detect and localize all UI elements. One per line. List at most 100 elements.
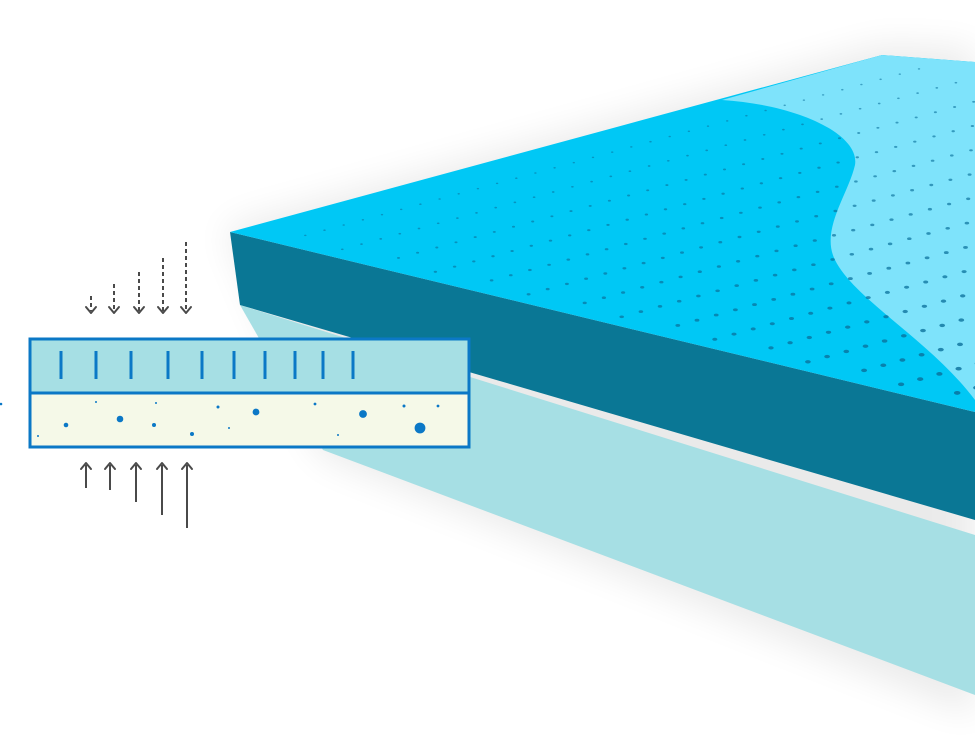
perforation-dot [897, 382, 905, 387]
perforation-dot [686, 154, 689, 157]
perforation-dot [510, 249, 514, 253]
perforation-dot [907, 237, 912, 241]
perforation-dot [792, 268, 797, 272]
perforation-dot [966, 197, 971, 201]
foam-cell [252, 408, 260, 416]
perforation-dot [643, 237, 647, 240]
perforation-dot [436, 222, 440, 225]
perforation-dot [900, 334, 907, 338]
perforation-dot [795, 220, 799, 223]
perforation-dot [911, 164, 916, 168]
perforation-dot [890, 194, 895, 197]
perforation-dot [603, 272, 608, 275]
perforation-dot [676, 299, 682, 303]
perforation-dot [678, 275, 683, 279]
down-arrow [108, 284, 120, 314]
inset-foam-cells [37, 401, 440, 437]
perforation-dot [935, 87, 939, 89]
perforation-dot [924, 256, 930, 260]
perforation-dot [923, 280, 929, 284]
arrow-head [130, 462, 142, 470]
perforation-dot [868, 247, 874, 251]
foam-cell [402, 404, 406, 408]
perforation-dot [899, 358, 906, 362]
perforation-dot [887, 242, 893, 246]
perforation-dot [706, 125, 710, 127]
perforation-dot [582, 301, 587, 305]
perforation-dot [880, 363, 887, 367]
perforation-dot [793, 244, 798, 247]
perforation-dot [683, 203, 687, 206]
perforation-dot [798, 171, 802, 174]
perforation-dot [666, 159, 670, 162]
inset-vertical-channels [59, 351, 355, 379]
perforation-dot [849, 252, 855, 256]
perforation-dot [585, 253, 590, 256]
perforation-dot [865, 296, 871, 300]
perforation-dot [742, 163, 746, 166]
perforation-dot [702, 197, 706, 200]
perforation-dot [625, 218, 629, 221]
perforation-dot [958, 318, 965, 322]
foam-cell [95, 401, 97, 403]
perforation-dot [379, 238, 383, 240]
perforation-dot [805, 360, 811, 364]
perforation-dot [862, 344, 869, 348]
perforation-dot [929, 183, 934, 187]
perforation-dot [735, 260, 741, 263]
perforation-dot [830, 258, 835, 261]
perforation-dot [946, 202, 952, 206]
perforation-dot [963, 245, 968, 249]
perforation-dot [783, 104, 786, 107]
perforation-dot [750, 327, 756, 331]
perforation-dot [630, 146, 633, 148]
perforation-dot [627, 194, 631, 197]
down-arrow-icon [85, 242, 192, 314]
perforation-dot [876, 126, 880, 129]
perforation-dot [824, 354, 830, 359]
perforation-dot [787, 341, 793, 345]
perforation-dot [884, 290, 890, 294]
perforation-dot [681, 227, 686, 230]
perforation-dot [743, 139, 747, 141]
perforation-dot [396, 256, 401, 259]
perforation-dot [828, 282, 834, 286]
perforation-dot [948, 178, 953, 181]
perforation-dot [609, 175, 613, 178]
perforation-dot [553, 167, 556, 169]
arrow-head [133, 306, 145, 314]
perforation-dot [921, 304, 928, 308]
perforation-dot [782, 128, 785, 131]
arrow-head [180, 306, 192, 314]
perforation-dot [836, 161, 840, 164]
perforation-dot [957, 342, 963, 347]
perforation-dot [811, 263, 816, 267]
perforation-dot [933, 111, 937, 114]
perforation-dot [380, 213, 384, 216]
perforation-dot [871, 199, 876, 202]
perforation-dot [699, 246, 704, 249]
perforation-dot [964, 221, 970, 225]
perforation-dot [953, 390, 961, 395]
perforation-dot [937, 347, 944, 352]
up-arrow [80, 462, 92, 488]
perforation-dot [902, 309, 908, 314]
perforation-dot [932, 135, 936, 138]
perforation-dot [584, 277, 589, 280]
foam-cell [155, 402, 157, 404]
perforation-dot [340, 248, 344, 251]
perforation-dot [737, 235, 742, 239]
perforation-dot [566, 258, 571, 261]
perforation-dot [623, 242, 628, 246]
perforation-dot [970, 124, 975, 128]
perforation-dot [913, 140, 917, 143]
top-surface [230, 55, 975, 412]
perforation-dot [606, 223, 610, 226]
perforation-dot [569, 210, 573, 213]
perforation-dot [772, 273, 778, 277]
perforation-dot [739, 211, 743, 214]
perforation-dot [954, 81, 958, 84]
perforation-dot [960, 294, 966, 298]
perforation-dot [610, 151, 614, 153]
